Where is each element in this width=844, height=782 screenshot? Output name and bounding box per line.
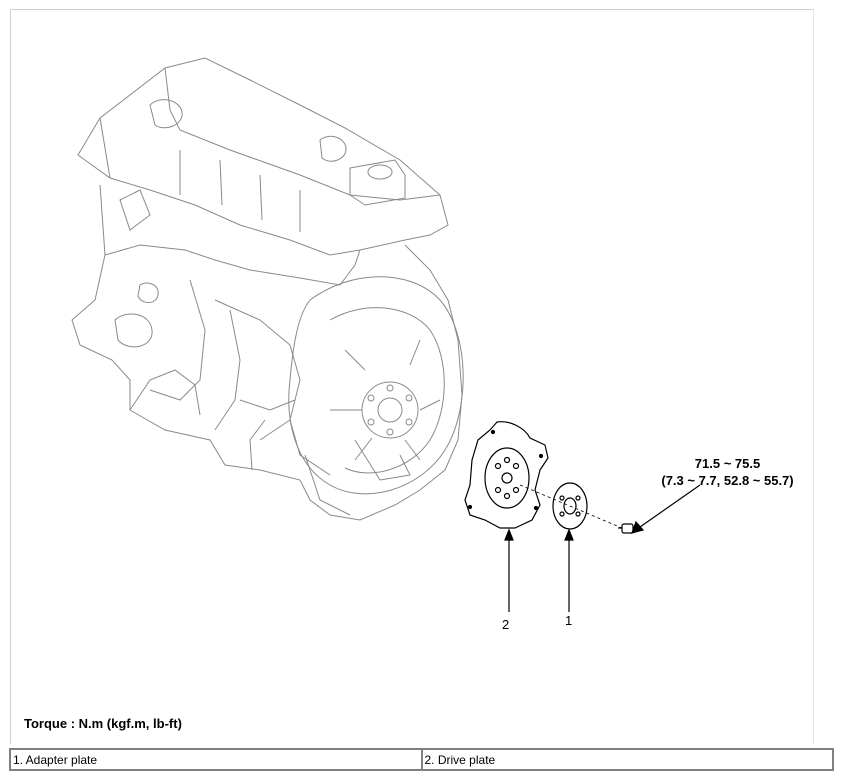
leader-arrows	[504, 484, 701, 612]
torque-spec-conversions: (7.3 ~ 7.7, 52.8 ~ 55.7)	[661, 473, 794, 488]
legend-row: 1. Adapter plate 2. Drive plate	[9, 748, 834, 771]
engine-block-illustration	[71, 57, 464, 521]
torque-unit-label: Torque : N.m (kgf.m, lb-ft)	[24, 716, 182, 731]
alignment-center-line	[519, 484, 623, 529]
bolt-part	[618, 523, 634, 534]
parts-legend-table: 1. Adapter plate 2. Drive plate	[9, 748, 834, 771]
legend-item-drive-plate: 2. Drive plate	[420, 748, 834, 771]
drive-plate-part	[464, 421, 549, 529]
torque-spec-value: 71.5 ~ 75.5	[694, 456, 761, 471]
figure-frame	[10, 9, 814, 744]
callout-part-2: 2	[502, 617, 510, 632]
legend-item-adapter-plate: 1. Adapter plate	[9, 748, 423, 771]
callout-part-1: 1	[565, 613, 573, 628]
